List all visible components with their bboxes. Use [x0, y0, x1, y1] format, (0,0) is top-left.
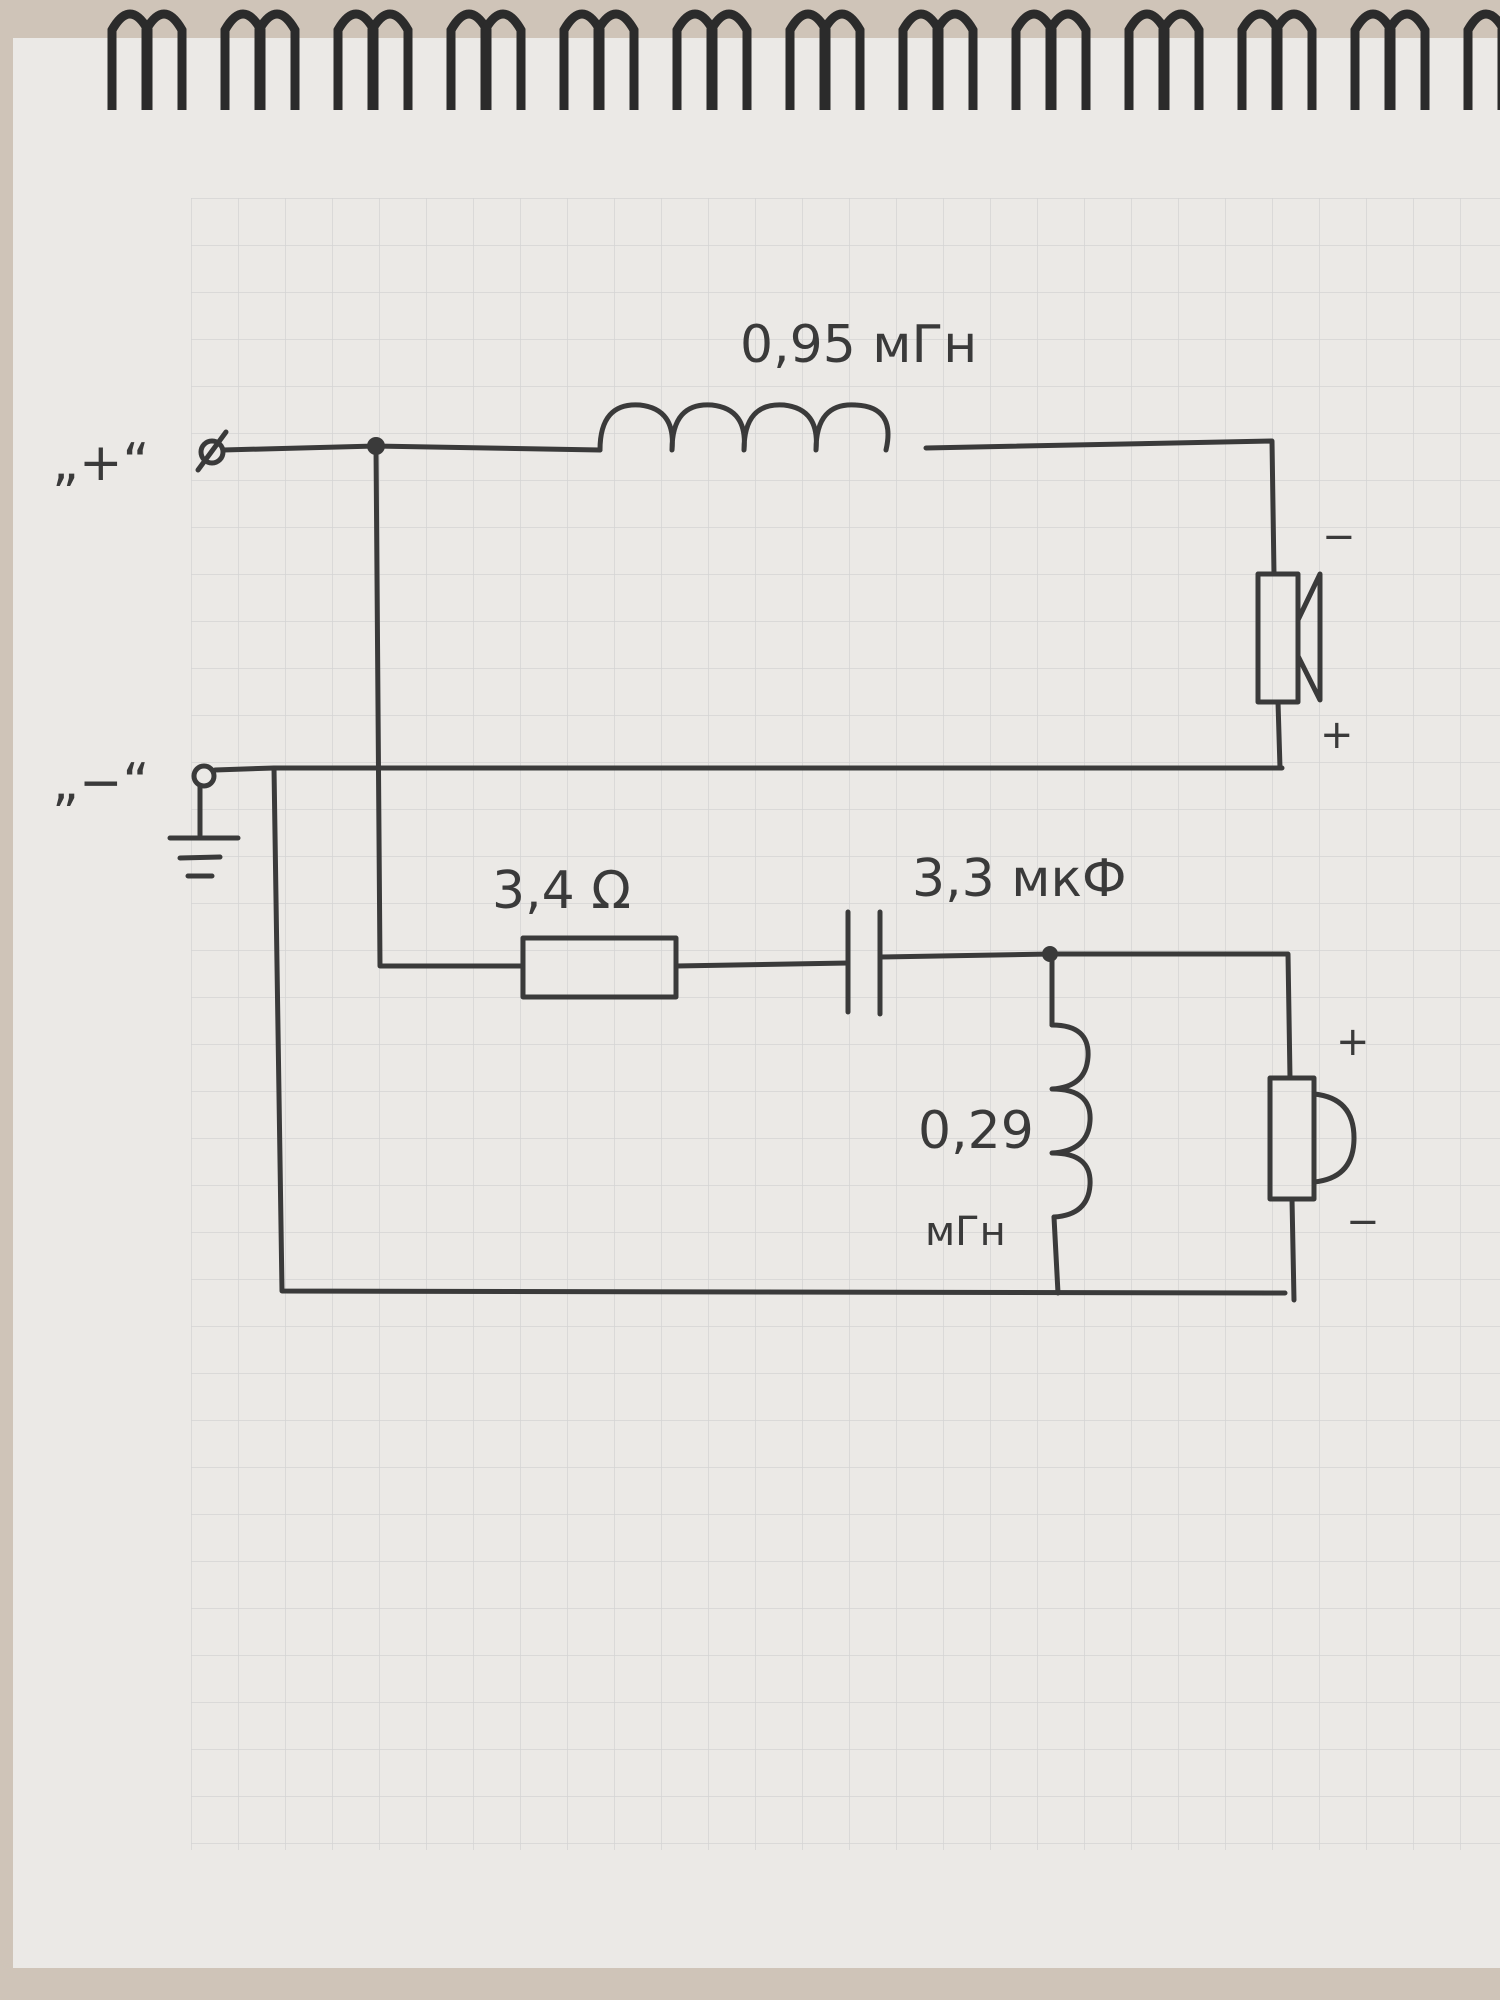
spiral-ring [254, 9, 300, 110]
spiral-ring [1384, 9, 1430, 110]
spiral-ring [367, 9, 413, 110]
ground-rail [167, 763, 1288, 1296]
woofer-polarity-bottom: + [1320, 712, 1354, 758]
inductor-tweeter [1049, 1022, 1093, 1220]
tweeter-polarity-top: + [1336, 1019, 1370, 1065]
spiral-ring [1271, 9, 1317, 110]
spiral-ring [706, 9, 752, 110]
label-resistor: 3,4 Ω [492, 861, 631, 921]
tweeter-branch [373, 443, 1357, 1303]
label-woofer-inductor: 0,95 мГн [740, 315, 977, 375]
spiral-binding [107, 9, 1500, 110]
woofer-speaker-cone [1295, 571, 1323, 703]
terminal-label-negative: „−“ [52, 753, 149, 813]
spiral-ring [1158, 9, 1204, 110]
spiral-ring [1463, 9, 1500, 110]
tweeter-polarity-bottom: − [1346, 1199, 1380, 1245]
spiral-ring [819, 9, 865, 110]
spiral-ring [480, 9, 526, 110]
spiral-ring [1045, 9, 1091, 110]
label-tweeter-inductor-unit: мГн [925, 1209, 1006, 1255]
inductor-woofer [597, 402, 891, 453]
terminal-label-positive: „+“ [52, 433, 149, 493]
grid-area [191, 198, 1500, 1850]
tweeter-speaker-dome [1311, 1091, 1357, 1185]
label-tweeter-inductor-value: 0,29 [918, 1101, 1034, 1161]
spiral-ring [141, 9, 187, 110]
negative-terminal [191, 763, 217, 789]
spiral-ring [932, 9, 978, 110]
label-capacitor: 3,3 мкФ [912, 849, 1127, 909]
spiral-ring [593, 9, 639, 110]
woofer-polarity-top: − [1322, 514, 1356, 560]
